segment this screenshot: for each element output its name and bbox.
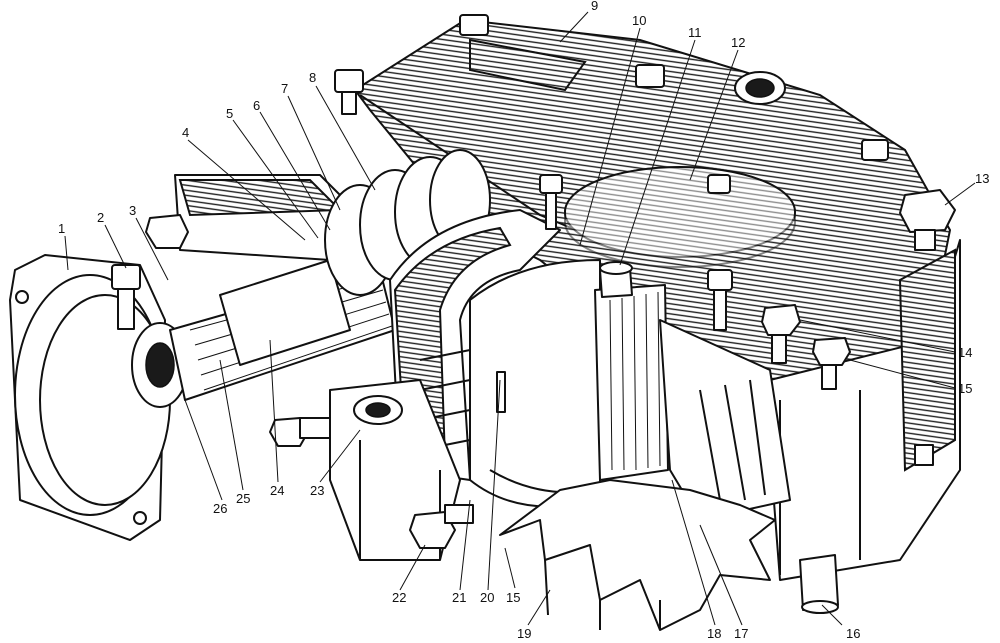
callout-14: 14 xyxy=(958,345,972,360)
callout-20: 20 xyxy=(480,590,494,605)
callout-16: 16 xyxy=(846,626,860,641)
callout-2: 2 xyxy=(97,210,104,225)
callout-21: 21 xyxy=(452,590,466,605)
bolt-heads xyxy=(111,14,956,549)
callout-3: 3 xyxy=(129,203,136,218)
callout-23: 23 xyxy=(310,483,324,498)
callout-8: 8 xyxy=(309,70,316,85)
callout-22: 22 xyxy=(392,590,406,605)
callout-15-bottom: 15 xyxy=(506,590,520,605)
callout-4: 4 xyxy=(182,125,189,140)
callout-26: 26 xyxy=(213,501,227,516)
callout-12: 12 xyxy=(731,35,745,50)
callout-7: 7 xyxy=(281,81,288,96)
callout-1: 1 xyxy=(58,221,65,236)
callout-6: 6 xyxy=(253,98,260,113)
callout-13: 13 xyxy=(975,171,989,186)
callout-10: 10 xyxy=(632,13,646,28)
callout-19: 19 xyxy=(517,626,531,641)
callout-25: 25 xyxy=(236,491,250,506)
callout-17: 17 xyxy=(734,626,748,641)
leader-lines xyxy=(64,11,976,626)
callout-11: 11 xyxy=(688,25,702,40)
callout-9: 9 xyxy=(591,0,598,13)
callout-24: 24 xyxy=(270,483,284,498)
callout-18: 18 xyxy=(707,626,721,641)
gearbox-illustration xyxy=(9,14,961,631)
callout-labels: 1 2 3 4 5 6 7 8 9 10 11 12 13 14 15 15 1… xyxy=(58,0,989,641)
callout-15-right: 15 xyxy=(958,381,972,396)
callout-5: 5 xyxy=(226,106,233,121)
